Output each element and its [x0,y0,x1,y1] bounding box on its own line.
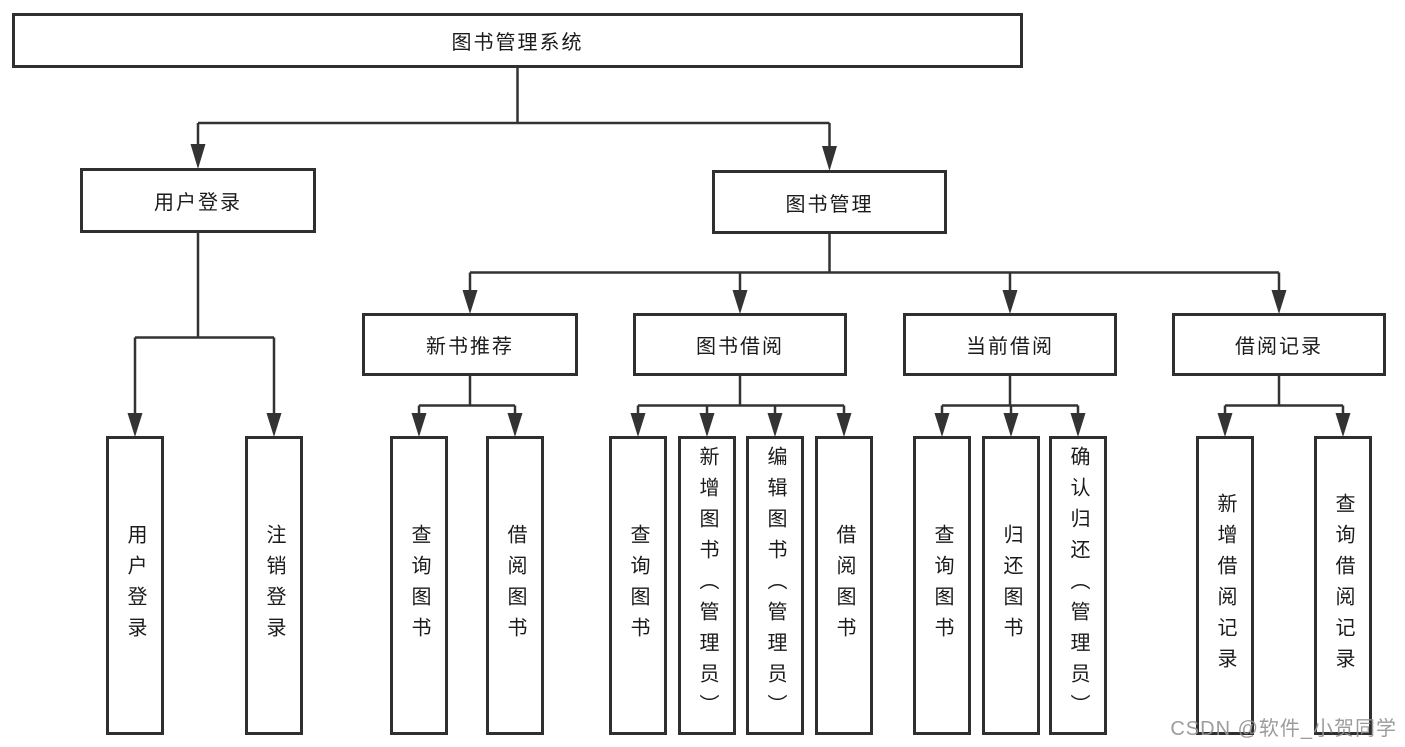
leaf-query-borrow-record: 查询借阅记录 [1314,436,1372,735]
leaf-borrow-books-recommend: 借阅图书 [486,436,544,735]
node-label: 图书借阅 [696,336,784,358]
node-label: 借阅记录 [1235,336,1323,358]
node-current-borrowing: 当前借阅 [903,313,1117,376]
node-borrowing-records: 借阅记录 [1172,313,1386,376]
node-label: 查询图书 [931,523,953,648]
leaf-add-borrow-record: 新增借阅记录 [1196,436,1254,735]
arrowhead-icons [127,144,1351,437]
node-book-borrowing: 图书借阅 [633,313,847,376]
node-label: 查询图书 [408,523,430,648]
leaf-return-book: 归还图书 [982,436,1040,735]
node-label: 新书推荐 [426,336,514,358]
node-label: 用户登录 [124,523,146,648]
node-label: 查询借阅记录 [1332,492,1354,679]
node-label: 图书管理 [785,193,874,216]
leaf-borrow-books-borrowing: 借阅图书 [815,436,873,735]
leaf-query-books-current: 查询图书 [913,436,971,735]
node-label: 当前借阅 [966,336,1054,358]
node-book-management: 图书管理 [712,170,947,234]
leaf-confirm-return-admin: 确认归还（管理员） [1049,436,1107,735]
leaf-edit-book-admin: 编辑图书（管理员） [746,436,804,735]
leaf-user-login: 用户登录 [106,436,164,735]
node-label: 编辑图书（管理员） [764,446,786,725]
leaf-add-book-admin: 新增图书（管理员） [678,436,736,735]
node-new-book-recommendation: 新书推荐 [362,313,578,376]
node-label: 归还图书 [1000,523,1022,648]
node-label: 注销登录 [263,523,285,648]
node-label: 新增借阅记录 [1214,492,1236,679]
node-label: 查询图书 [627,523,649,648]
leaf-query-books-borrowing: 查询图书 [609,436,667,735]
watermark: CSDN @软件_小贺同学 [1170,718,1397,740]
node-label: 图书管理系统 [451,32,584,54]
node-label: 确认归还（管理员） [1067,446,1089,725]
leaf-logout: 注销登录 [245,436,303,735]
node-user-login: 用户登录 [80,168,316,233]
node-label: 借阅图书 [833,523,855,648]
node-library-system: 图书管理系统 [12,13,1023,68]
leaf-query-books-recommend: 查询图书 [390,436,448,735]
node-label: 新增图书（管理员） [696,446,718,725]
node-label: 借阅图书 [504,523,526,648]
node-label: 用户登录 [154,192,242,214]
